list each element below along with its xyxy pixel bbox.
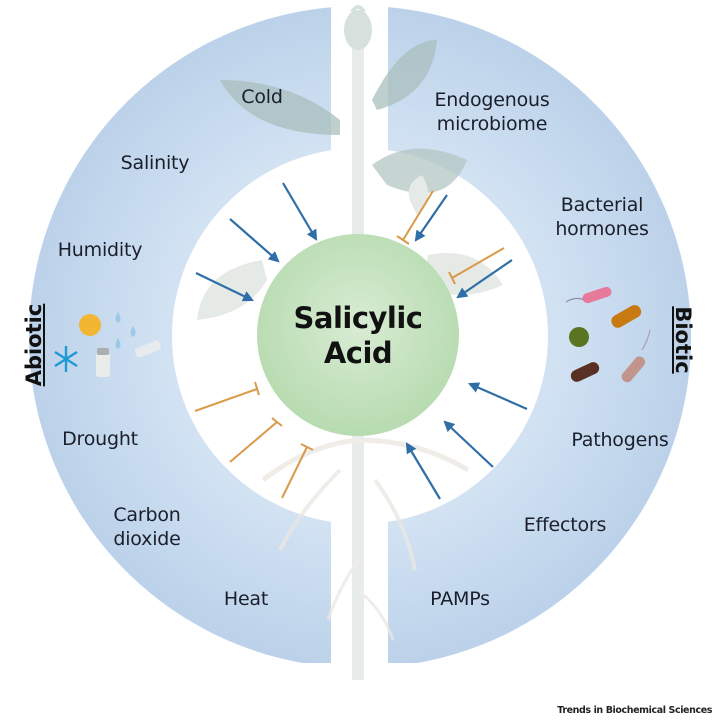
factor-bacterial-hormones-line1: Bacterial [560, 194, 644, 216]
factor-carbon-dioxide: Carbon dioxide [113, 503, 180, 551]
factor-carbon-dioxide-line1: Carbon [113, 504, 181, 526]
factor-endogenous-microbiome-line1: Endogenous [434, 89, 550, 111]
factor-bacterial-hormones: Bacterial hormones [555, 193, 649, 241]
factor-humidity: Humidity [57, 239, 143, 261]
abiotic-icons [54, 312, 162, 377]
side-label-biotic: Biotic [671, 306, 695, 374]
green-coccus-icon [569, 327, 589, 347]
orange-bacterium-icon [611, 305, 642, 328]
salt-shaker-icon [96, 348, 110, 377]
ice-bar-icon [134, 340, 162, 358]
inhibiting-bars [194, 190, 505, 499]
factor-effectors: Effectors [523, 514, 607, 536]
factor-pamps: PAMPs [430, 588, 490, 610]
journal-credit: Trends in Biochemical Sciences [557, 705, 712, 716]
factor-heat: Heat [223, 588, 269, 610]
factor-pathogens: Pathogens [571, 429, 669, 451]
factor-cold: Cold [241, 86, 283, 108]
brown-bacterium-icon [570, 362, 600, 382]
factor-bacterial-hormones-line2: hormones [555, 218, 649, 240]
side-label-abiotic: Abiotic [22, 303, 46, 387]
factor-salinity: Salinity [120, 152, 190, 174]
factor-endogenous-microbiome-line2: microbiome [436, 113, 548, 135]
activating-arrows [195, 182, 528, 500]
factor-endogenous-microbiome: Endogenous microbiome [434, 88, 549, 136]
sun-icon [79, 314, 101, 336]
center-label-line1: Salicylic [293, 301, 423, 335]
outer-ring [29, 6, 691, 663]
tan-bacterium-icon [621, 356, 646, 383]
biotic-icons [565, 286, 651, 383]
factor-carbon-dioxide-line2: dioxide [113, 528, 181, 550]
water-drops-icon [115, 312, 136, 349]
salicylic-acid-node [257, 234, 459, 436]
center-label-line2: Acid [323, 336, 393, 370]
snowflake-icon [54, 346, 78, 372]
factor-drought: Drought [62, 428, 138, 450]
center-label: Salicylic Acid [293, 301, 423, 371]
pink-bacterium-icon [582, 286, 612, 304]
